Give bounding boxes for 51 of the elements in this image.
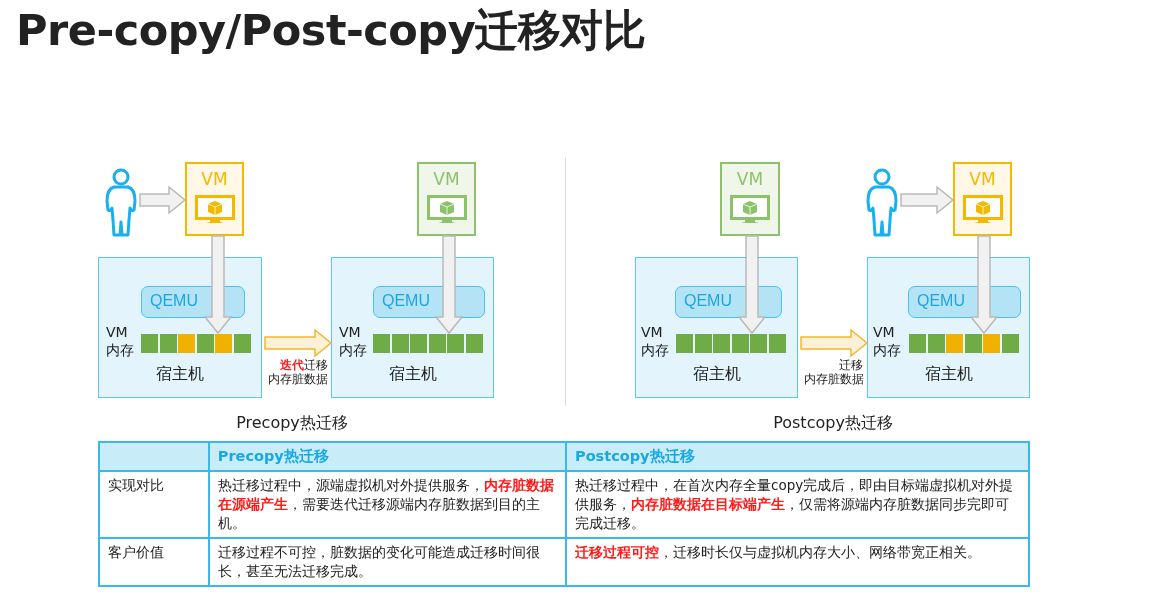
host-label: 宿主机 [923, 364, 974, 385]
host-label: 宿主机 [155, 364, 205, 385]
vm-label: VM [432, 169, 461, 189]
header-cell: Postcopy热迁移 [566, 442, 1029, 471]
block-arrow [800, 328, 869, 358]
vm-box [185, 162, 244, 236]
vm-box [720, 162, 780, 236]
memory-label: VM 内存 [641, 323, 670, 359]
vm-label: VM [735, 169, 765, 189]
block-arrow [900, 185, 955, 215]
edge-label: 迁移内存脏数据 [804, 358, 864, 386]
memory-bar [909, 334, 1021, 353]
host-box [867, 257, 1030, 398]
edge-label: 迭代迁移内存脏数据 [268, 358, 328, 386]
block-arrow [737, 235, 767, 335]
qemu-label: QEMU [150, 292, 198, 310]
title: Pre-copy/Post-copy迁移对比 [16, 4, 646, 57]
memory-bar [373, 334, 485, 353]
qemu-label: QEMU [382, 292, 430, 310]
row-header-cell: 实现对比 [99, 471, 209, 538]
block-arrow [969, 235, 999, 335]
vm-box [953, 162, 1012, 236]
block-arrow [139, 185, 187, 215]
memory-label: VM 内存 [339, 323, 368, 359]
block-arrow [434, 235, 464, 335]
row-header-cell: 客户价值 [99, 538, 209, 586]
header-cell: Precopy热迁移 [208, 442, 566, 471]
vm-label: VM [968, 169, 997, 189]
diagram-caption: Postcopy热迁移 [773, 413, 893, 434]
host-label: 宿主机 [691, 364, 742, 385]
person-icon [866, 168, 898, 238]
memory-bar [141, 334, 253, 353]
diagram-caption: Precopy热迁移 [236, 413, 348, 434]
host-label: 宿主机 [387, 364, 438, 385]
memory-bar [676, 334, 788, 353]
vm-box [417, 162, 476, 236]
vm-label: VM [200, 169, 229, 189]
host-box [98, 257, 262, 398]
qemu-label: QEMU [917, 292, 965, 310]
block-arrow [264, 328, 333, 358]
person-icon [105, 168, 137, 238]
host-box [331, 257, 494, 398]
table-cell: 热迁移过程中，源端虚拟机对外提供服务，内存脏数据在源端产生，需要迭代迁移源端内存脏数据到目的主机。 [208, 471, 566, 538]
table-cell: 迁移过程不可控，脏数据的变化可能造成迁移时间很长，甚至无法迁移完成。 [208, 538, 566, 586]
memory-label: VM 内存 [873, 323, 902, 359]
host-box [635, 257, 798, 398]
table-cell: 热迁移过程中，在首次内存全量copy完成后，即由目标端虚拟机对外提供服务，内存脏数据在目标端产生，仅需将源端内存脏数据同步完即可完成迁移。 [566, 471, 1029, 538]
block-arrow [203, 235, 233, 335]
table-cell: 迁移过程可控，迁移时长仅与虚拟机内存大小、网络带宽正相关。 [566, 538, 1029, 586]
qemu-label: QEMU [684, 292, 732, 310]
memory-label: VM 内存 [106, 323, 135, 359]
